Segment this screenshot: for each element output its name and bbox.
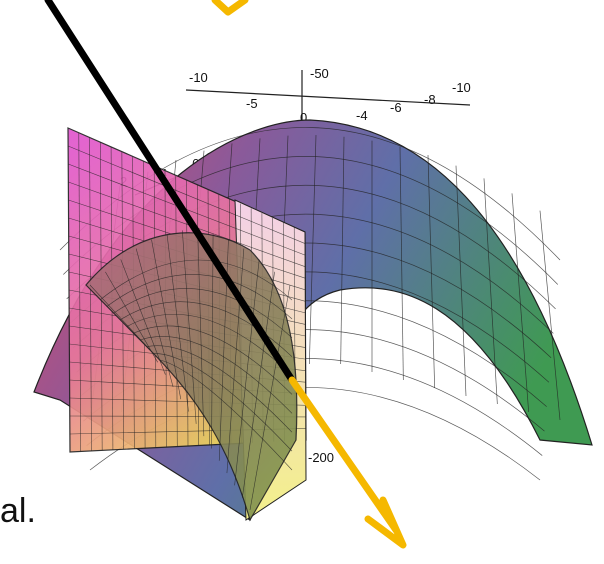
surface-grid-line bbox=[455, 165, 467, 397]
cross-section-grid-curve bbox=[119, 301, 293, 357]
cross-section-grid-line bbox=[197, 230, 205, 437]
cross-section-grid-line bbox=[249, 284, 291, 511]
plane-grid-line bbox=[67, 145, 306, 244]
surface-grid-line bbox=[539, 210, 561, 421]
cross-section-grid-line bbox=[135, 248, 174, 388]
cross-section-grid-line bbox=[89, 284, 151, 351]
z-tick-label: -200 bbox=[308, 450, 334, 465]
x-tick-label: -5 bbox=[246, 96, 258, 111]
surface-grid-line bbox=[427, 155, 436, 389]
cross-section-grid-line bbox=[242, 271, 275, 498]
normal-line bbox=[44, 0, 296, 384]
x-tick-label: 0 bbox=[300, 110, 307, 125]
cross-section-grid-line bbox=[120, 259, 166, 375]
surface-grid-line bbox=[308, 135, 317, 365]
y-tick-label: -8 bbox=[424, 92, 436, 107]
y-tick-label: -10 bbox=[452, 80, 471, 95]
top-arrow-tip bbox=[211, 0, 249, 16]
x-axis-line bbox=[185, 89, 471, 106]
surface-grid-line bbox=[399, 146, 404, 381]
surface-grid-line bbox=[340, 136, 345, 365]
cross-section-grid-curve bbox=[133, 325, 293, 395]
cross-section-grid-curve bbox=[99, 259, 293, 301]
direction-arrow-head bbox=[364, 496, 407, 549]
cross-section-grid-line bbox=[211, 233, 214, 449]
z-tick-label: -50 bbox=[310, 66, 329, 81]
y-tick-label: -6 bbox=[390, 100, 402, 115]
caption-fragment: al. bbox=[0, 492, 36, 530]
cross-section-grid-line bbox=[226, 248, 245, 474]
cross-section-grid-curve bbox=[153, 353, 293, 452]
direction-arrow-shaft bbox=[288, 376, 400, 534]
cross-section-grid-line bbox=[182, 230, 197, 424]
cross-section-grid-curve bbox=[139, 336, 293, 414]
x-tick-label: -10 bbox=[189, 70, 208, 85]
cross-section-grid-curve bbox=[106, 274, 293, 320]
cross-section-grid-line bbox=[105, 271, 158, 363]
cross-section-grid-curve bbox=[146, 345, 293, 433]
cross-section-grid-line bbox=[151, 239, 182, 400]
plane-grid-line bbox=[68, 181, 306, 267]
y-tick-label: -4 bbox=[356, 108, 368, 123]
surface-grid-line bbox=[511, 193, 530, 413]
cross-section-mesh bbox=[89, 230, 293, 511]
cross-section-grid-line bbox=[234, 259, 260, 486]
cross-section-grid-curve bbox=[159, 359, 293, 471]
cross-section-grid-curve bbox=[113, 288, 293, 338]
cross-section-grid-curve bbox=[126, 314, 293, 376]
